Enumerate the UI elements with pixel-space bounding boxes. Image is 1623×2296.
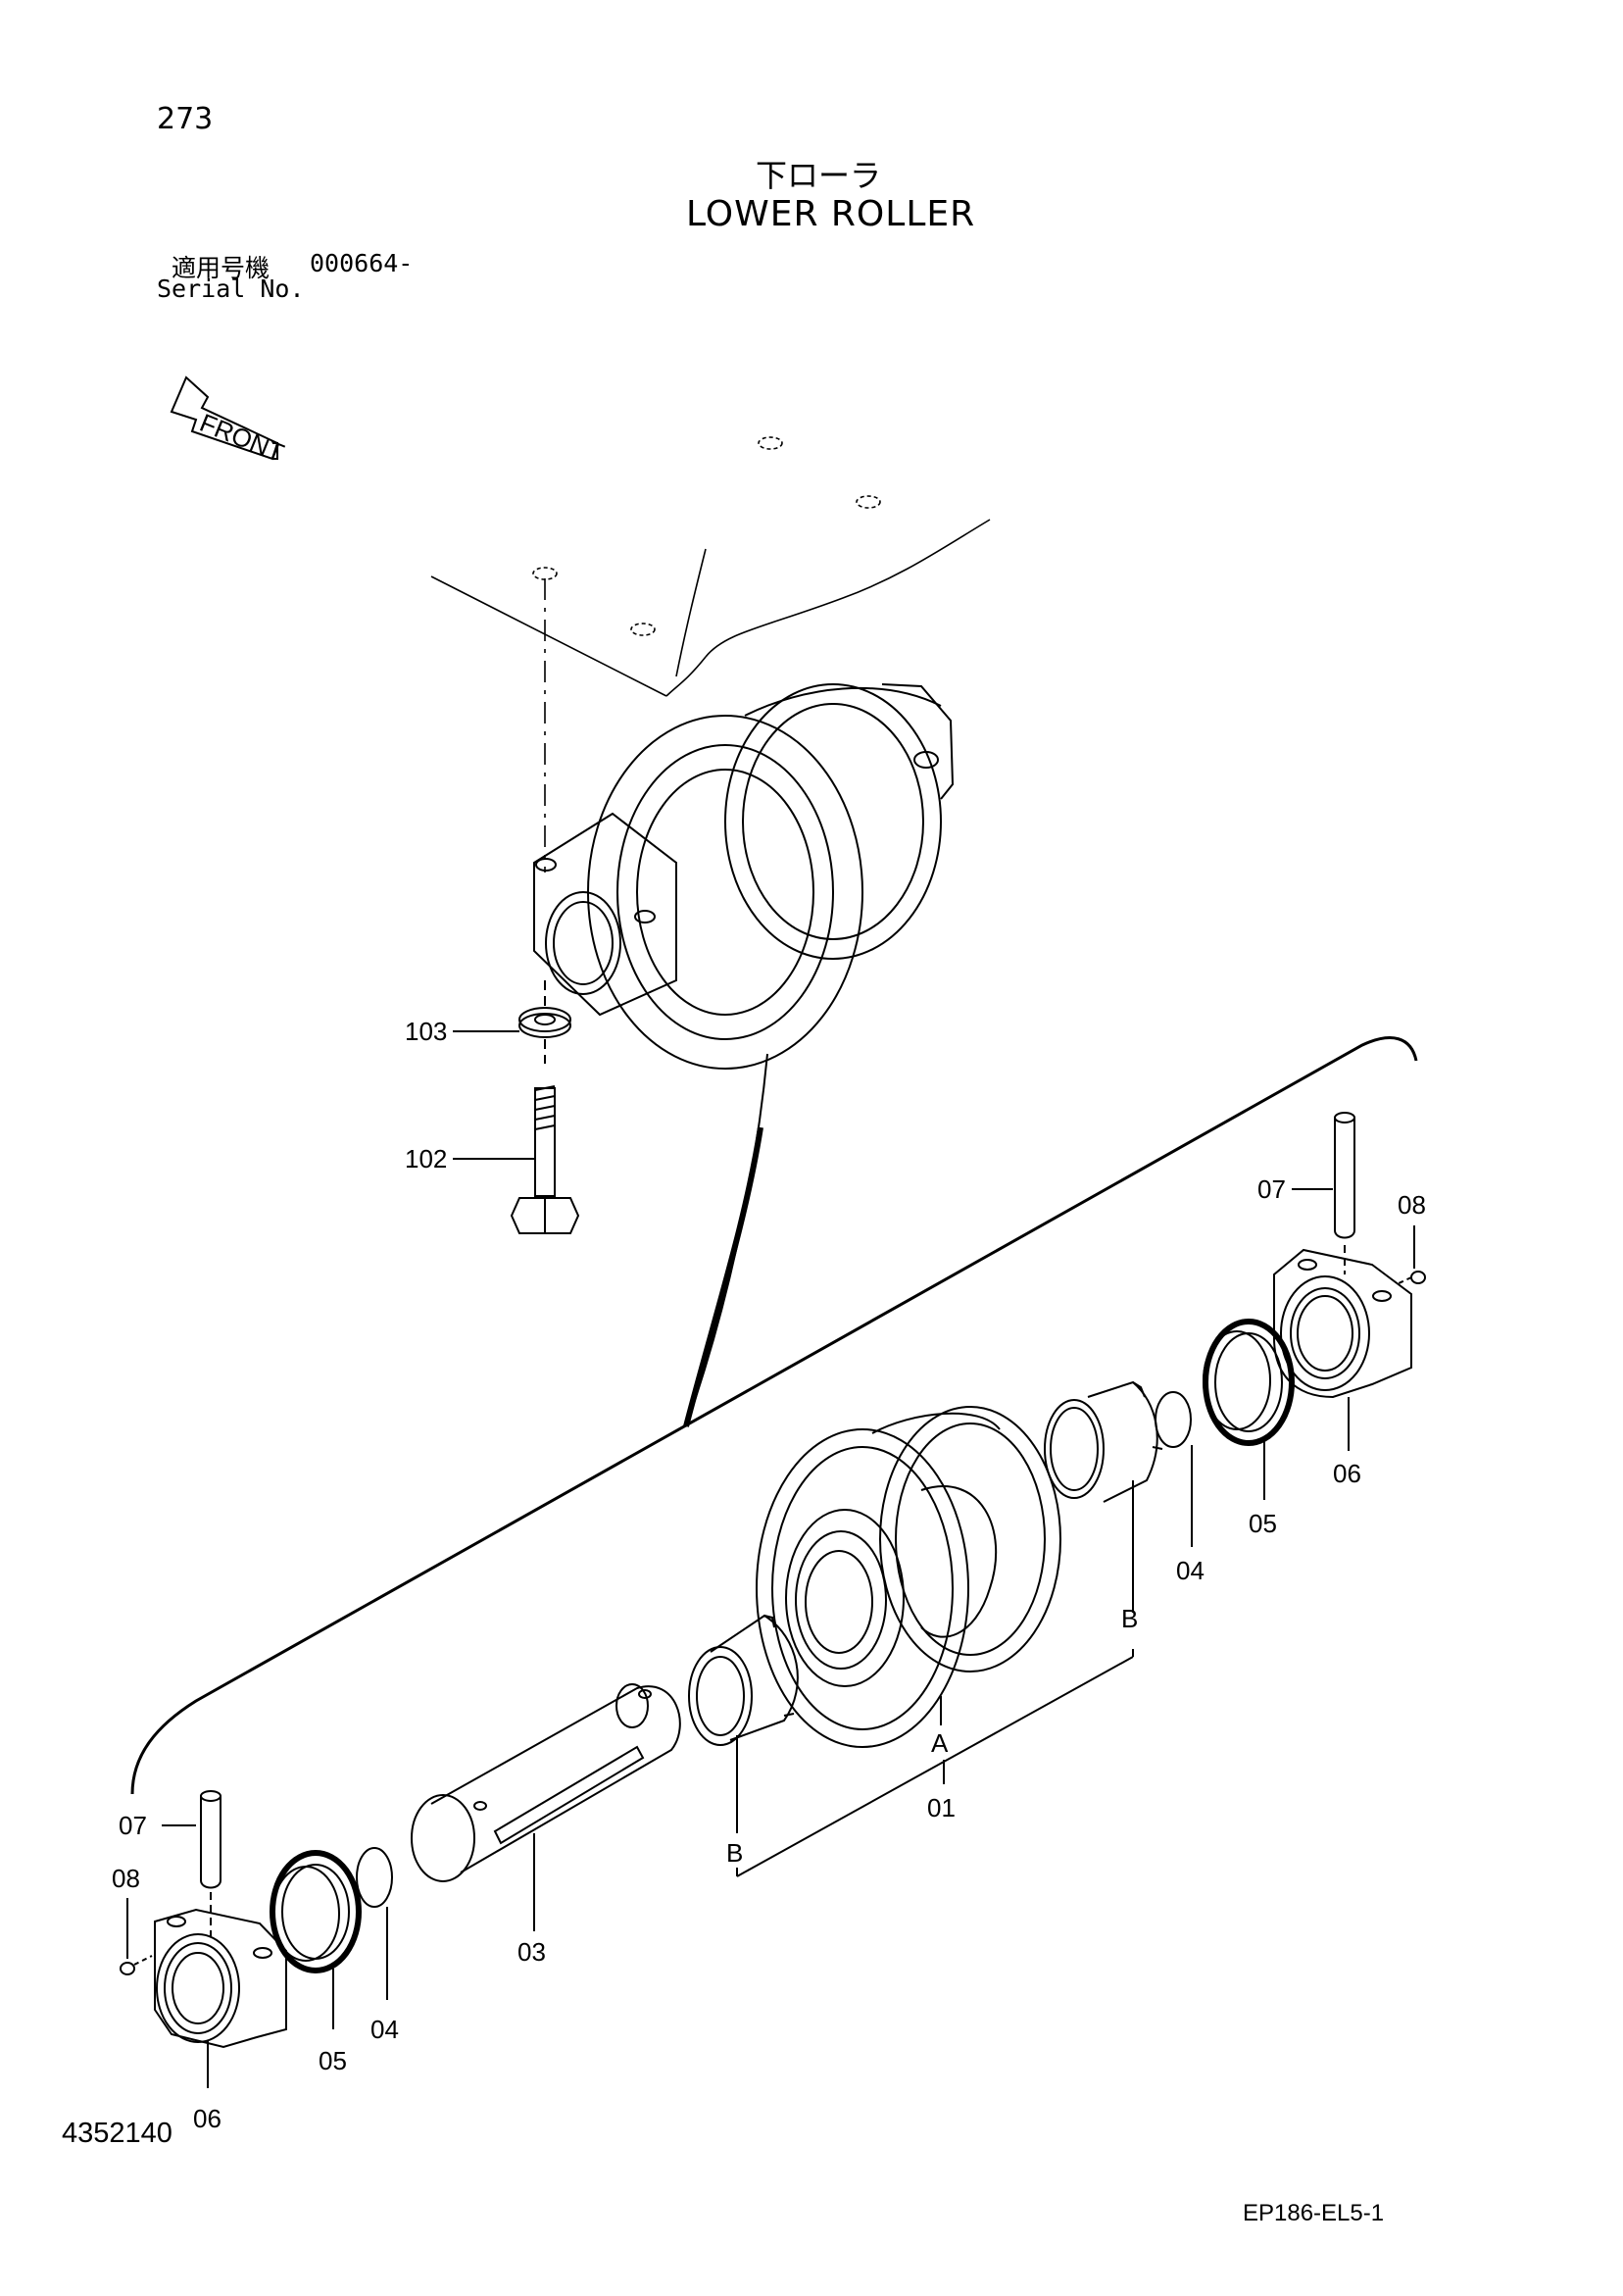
bolt-102: 102 [405, 1039, 580, 1234]
callout-b-left: B [726, 1838, 743, 1868]
assembled-roller [533, 683, 955, 1070]
drawing-code: EP186-EL5-1 [1243, 2200, 1385, 2226]
callout-08-right: 08 [1398, 1190, 1426, 1220]
callout-103: 103 [405, 1017, 447, 1046]
page-number: 273 [157, 102, 214, 136]
serial-value: 000664- [310, 249, 414, 277]
callout-05-left: 05 [319, 2046, 347, 2075]
shaft-03: 03 [411, 1683, 681, 1967]
callout-03: 03 [517, 1937, 546, 1967]
oring-04-left: 04 [356, 1847, 399, 2044]
seal-05-left: 05 [270, 1850, 362, 2075]
callout-01: 01 [927, 1793, 956, 1822]
document-number: 4352140 [62, 2118, 172, 2149]
assembly-bracket-lines [736, 1649, 1134, 1877]
title-english: LOWER ROLLER [686, 194, 976, 234]
bushing-left: B [688, 1614, 799, 1868]
pin-07-left: 07 [119, 1790, 221, 1936]
oring-04-right: 04 [1155, 1391, 1205, 1585]
front-arrow-icon: FRONT [170, 375, 288, 468]
screw-08-left: 08 [112, 1864, 153, 1975]
roller-01: A 01 [756, 1406, 1061, 1822]
washer-103: 103 [405, 980, 571, 1046]
callout-07-right: 07 [1257, 1174, 1286, 1204]
housing-06-right: 06 [1273, 1248, 1412, 1488]
serial-label-english: Serial No. [157, 275, 305, 303]
callout-04-left: 04 [370, 2015, 399, 2044]
callout-b-right: B [1121, 1604, 1138, 1633]
callout-07-left: 07 [119, 1811, 147, 1840]
seal-05-right: 05 [1203, 1319, 1295, 1538]
screw-08-right: 08 [1396, 1190, 1426, 1285]
detail-bracket [130, 1036, 1418, 1795]
front-label: FRONT [196, 408, 288, 468]
callout-102: 102 [405, 1144, 447, 1173]
track-frame-outline [430, 436, 991, 873]
callout-06-left: 06 [193, 2104, 221, 2133]
housing-06-left: 06 [154, 1908, 287, 2133]
callout-08-left: 08 [112, 1864, 140, 1893]
callout-04-right: 04 [1176, 1556, 1205, 1585]
callout-a: A [931, 1728, 949, 1758]
bushing-right: B [1044, 1380, 1163, 1633]
callout-06-right: 06 [1333, 1459, 1361, 1488]
title-japanese: 下ローラ [756, 157, 882, 194]
callout-05-right: 05 [1249, 1509, 1277, 1538]
serial-label-japanese: 適用号機 [172, 254, 270, 282]
